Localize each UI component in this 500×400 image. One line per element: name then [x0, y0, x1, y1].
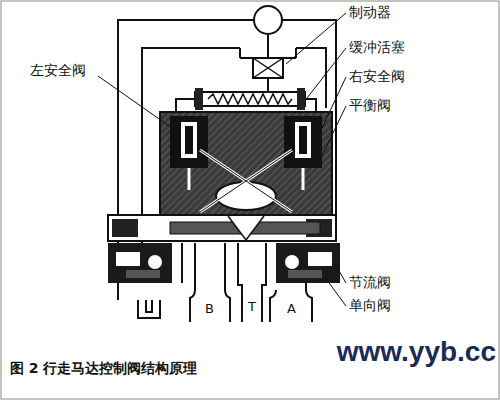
cross-passages — [200, 150, 292, 212]
throttle-check-right — [276, 243, 340, 283]
part-label: 平衡阀 — [349, 97, 391, 113]
ports — [138, 243, 312, 322]
part-label: 右安全阀 — [349, 68, 405, 84]
throttle-check-left — [108, 243, 172, 283]
leader-lines — [98, 13, 346, 306]
watermark: www.yyb.cc — [337, 336, 496, 368]
part-label: 节流阀 — [349, 274, 391, 290]
brake-symbol — [253, 58, 283, 78]
part-label: 缓冲活塞 — [349, 39, 405, 55]
part-label: 单向阀 — [349, 297, 391, 313]
balance-spool — [108, 215, 336, 241]
port-label: A — [287, 302, 296, 317]
part-label: 制动器 — [349, 4, 391, 20]
valve-housing — [160, 112, 332, 215]
port-label: B — [205, 302, 214, 317]
port-label: T — [248, 300, 256, 315]
motor-circle — [254, 6, 282, 34]
buffer-piston — [195, 88, 305, 110]
figure-caption: 图 2 行走马达控制阀结构原理 — [10, 360, 198, 376]
part-label: 左安全阀 — [30, 62, 86, 78]
